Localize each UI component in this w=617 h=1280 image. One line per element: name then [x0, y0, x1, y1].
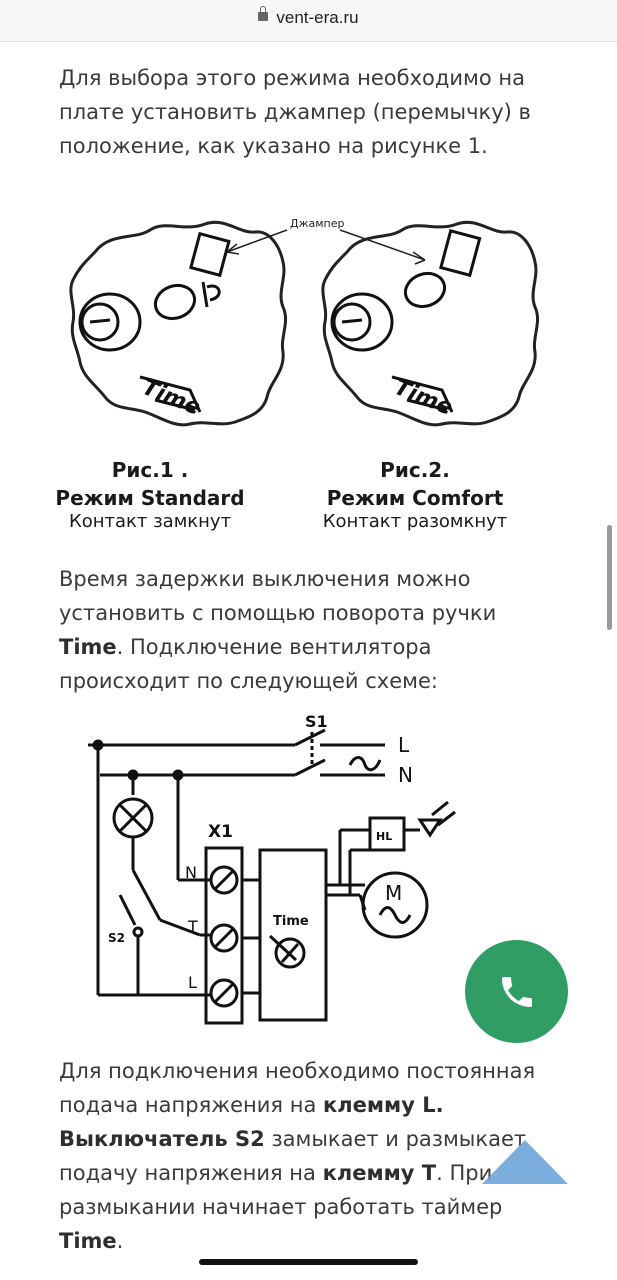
time-knob-ref: Time	[59, 635, 117, 659]
lock-icon	[258, 6, 269, 22]
schema-l: L	[398, 733, 410, 757]
schema-m: M	[385, 881, 402, 905]
paragraph-connection: Для подключения необходимо постоянная по…	[59, 1059, 536, 1253]
caption-fig1-mode: Режим Standard	[55, 486, 245, 510]
schema-term-l: L	[188, 973, 197, 992]
schema-s2: S2	[108, 931, 125, 945]
schema-term-t: T	[187, 917, 198, 936]
schema-n: N	[398, 763, 413, 787]
schema-s1: S1	[305, 712, 328, 731]
caption-fig1-contact: Контакт замкнут	[68, 511, 232, 532]
caption-fig2-number: Рис.2.	[380, 458, 450, 482]
wiring-schema: S1 L N X1 HL M Time S2 N T L	[88, 712, 456, 1025]
scroll-to-top-button[interactable]	[482, 1140, 568, 1184]
paragraph-jumper: Для выбора этого режима необходимо на пл…	[59, 66, 531, 158]
caption-fig2-contact: Контакт разомкнут	[322, 511, 508, 532]
home-indicator[interactable]	[199, 1259, 418, 1265]
jumper-label: Джампер	[290, 217, 345, 230]
call-button[interactable]	[465, 940, 568, 1043]
schema-term-n: N	[185, 863, 197, 882]
browser-url-bar[interactable]: vent-era.ru	[0, 0, 617, 42]
caption-fig2: Рис.2. Режим Comfort Контакт разомкнут	[305, 455, 525, 533]
schema-hl: HL	[376, 830, 392, 843]
schema-time: Time	[273, 914, 309, 929]
paragraph-delay: Время задержки выключения можно установи…	[59, 567, 497, 693]
caption-fig1-number: Рис.1 .	[111, 458, 189, 482]
url-text[interactable]: vent-era.ru	[276, 8, 359, 27]
scrollbar[interactable]	[607, 525, 612, 630]
phone-icon	[501, 976, 532, 1007]
caption-fig2-mode: Режим Comfort	[326, 486, 504, 510]
jumper-figure: Джампер Time Time	[69, 217, 540, 427]
schema-x1: X1	[208, 822, 233, 842]
caption-fig1: Рис.1 . Режим Standard Контакт замкнут	[40, 455, 260, 533]
